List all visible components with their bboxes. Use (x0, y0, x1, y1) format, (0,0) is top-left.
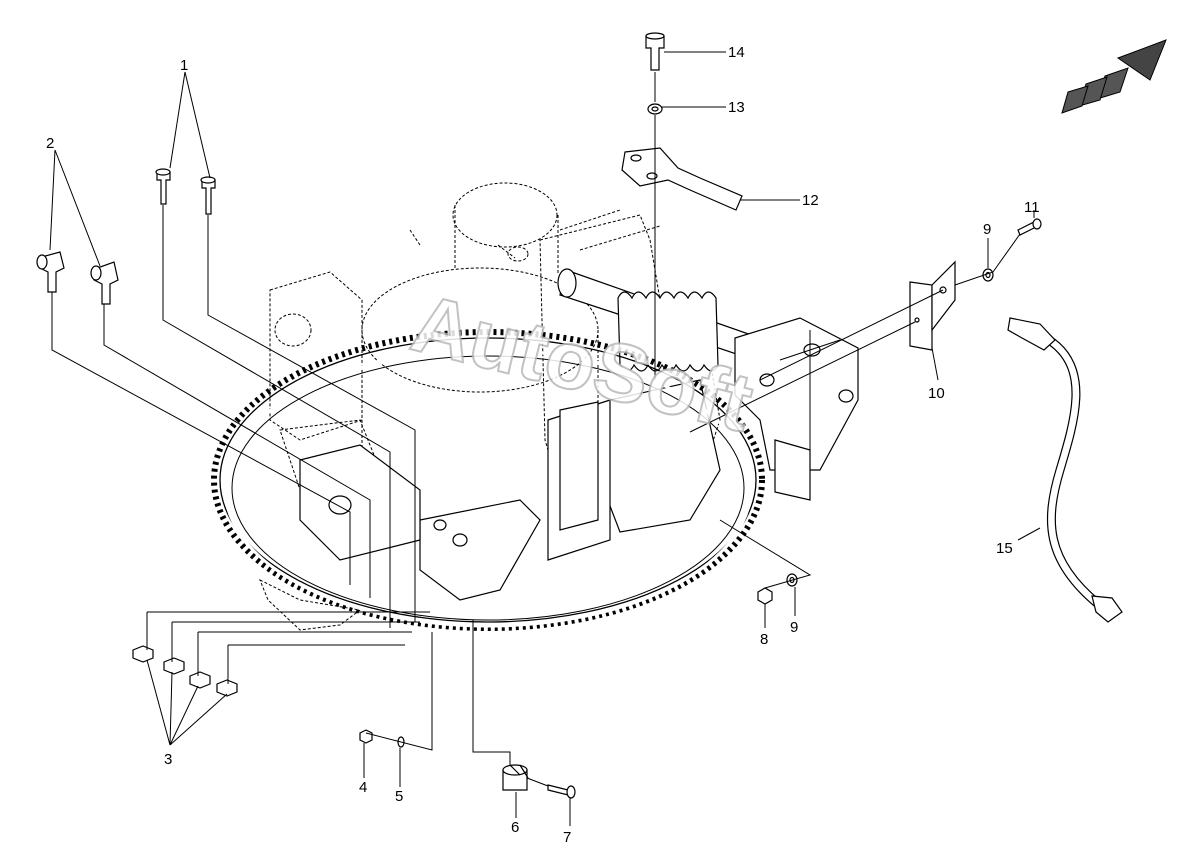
callout-7: 7 (563, 829, 571, 846)
part-1-bolts (155, 168, 216, 215)
callout-12: 12 (802, 192, 819, 209)
callout-8: 8 (760, 631, 768, 648)
part-7-screw (547, 784, 576, 799)
callout-15: 15 (996, 540, 1013, 557)
callout-10: 10 (928, 385, 945, 402)
callout-14: 14 (728, 44, 745, 61)
callout-6: 6 (511, 819, 519, 836)
part-14-bolt (645, 32, 665, 71)
callout-9-upper: 9 (983, 221, 991, 238)
callout-11: 11 (1024, 199, 1040, 216)
part-13-washer (647, 103, 663, 115)
callout-4: 4 (359, 779, 367, 796)
direction-arrow-icon (1061, 39, 1167, 114)
callout-labels: 1 2 3 4 5 6 7 8 9 9 10 11 12 13 14 15 (46, 44, 1040, 846)
part-15-hose (1007, 317, 1123, 623)
part-10-bracket (909, 260, 956, 351)
callout-2: 2 (46, 135, 54, 152)
part-8-nut (757, 587, 773, 605)
callout-5: 5 (395, 788, 403, 805)
leader-lines (49, 51, 1041, 826)
part-2-elbow-fittings (36, 251, 119, 305)
part-11-screw (1017, 218, 1042, 236)
callout-3: 3 (164, 751, 172, 768)
callout-9-lower: 9 (790, 619, 798, 636)
callout-1: 1 (180, 57, 188, 74)
part-6-clip (502, 764, 529, 791)
callout-13: 13 (728, 99, 745, 116)
ring-gear (211, 329, 765, 631)
part-4-nut (359, 729, 373, 744)
actuator-cylinder (557, 268, 859, 501)
part-12-bracket-arm (621, 147, 743, 211)
part-3-nuts (132, 645, 238, 697)
